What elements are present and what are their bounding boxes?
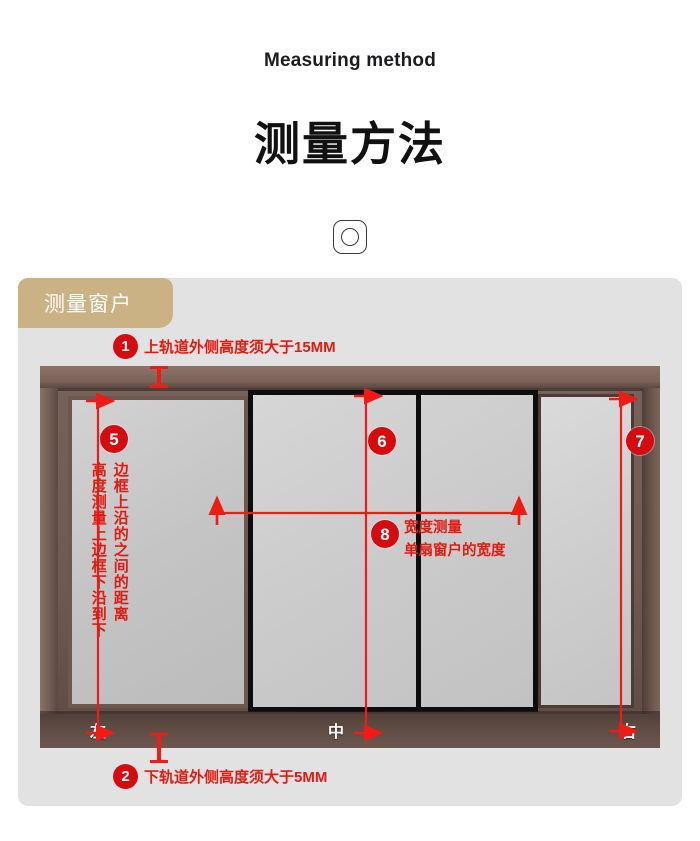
window-bottom-rail: 左 中 右 [40, 714, 660, 748]
window-label-right: 右 [620, 724, 637, 741]
badge-5: 5 [100, 425, 128, 453]
note-top-rail-text: 上轨道外侧高度须大于15MM [144, 339, 336, 356]
badge-7: 7 [626, 427, 654, 455]
dim-8-text-line-2: 单扇窗户的宽度 [404, 543, 506, 559]
thickness-marker2-top-cap [150, 733, 168, 736]
sliding-window-illustration: 左 中 右 [40, 366, 660, 748]
thickness-marker-top-cap [150, 366, 168, 369]
window-bottom-rail-edge [40, 711, 660, 714]
badge-2: 2 [113, 764, 138, 789]
dim-8-text-line-1: 宽度测量 [404, 520, 462, 536]
window-left-jamb [40, 388, 58, 714]
window-label-left: 左 [90, 724, 107, 741]
window-label-middle: 中 [328, 724, 345, 741]
note-bottom-rail: 2 下轨道外侧高度须大于5MM [113, 764, 327, 789]
glass-right [541, 397, 631, 705]
thickness-marker-top-stem [157, 369, 161, 385]
thickness-marker-bottom-rail [150, 733, 168, 763]
section-tab-measure-window: 测量窗户 [18, 278, 173, 328]
measurement-panel: 测量窗户 1 上轨道外侧高度须大于15MM 2 下轨道外侧高度须大于5MM 左 … [18, 278, 682, 806]
window-middle-mullion [416, 395, 421, 707]
dim-5-text-col-1: 高度测量上边框下沿到下 [89, 462, 107, 638]
window-right-jamb [642, 388, 660, 714]
badge-8: 8 [371, 520, 399, 548]
rounded-square-circle-icon [333, 220, 367, 254]
note-bottom-rail-text: 下轨道外侧高度须大于5MM [144, 769, 328, 786]
window-pane-right [538, 394, 634, 708]
page-title-en: Measuring method [263, 50, 437, 71]
thickness-marker-top-rail [150, 366, 168, 388]
window-top-rail-edge [40, 388, 660, 391]
thickness-marker-bottom-cap [150, 385, 168, 388]
badge-1: 1 [113, 334, 138, 359]
section-tab-label: 测量窗户 [44, 293, 132, 316]
dim-5-text-col-2: 边框上沿的之间的距离 [111, 462, 129, 622]
badge-6: 6 [368, 427, 396, 455]
window-top-rail [40, 366, 660, 388]
note-top-rail: 1 上轨道外侧高度须大于15MM [113, 334, 336, 359]
page-title-cn: 测量方法 [254, 118, 446, 170]
thickness-marker2-stem [157, 736, 161, 760]
thickness-marker2-bottom-cap [150, 760, 168, 763]
